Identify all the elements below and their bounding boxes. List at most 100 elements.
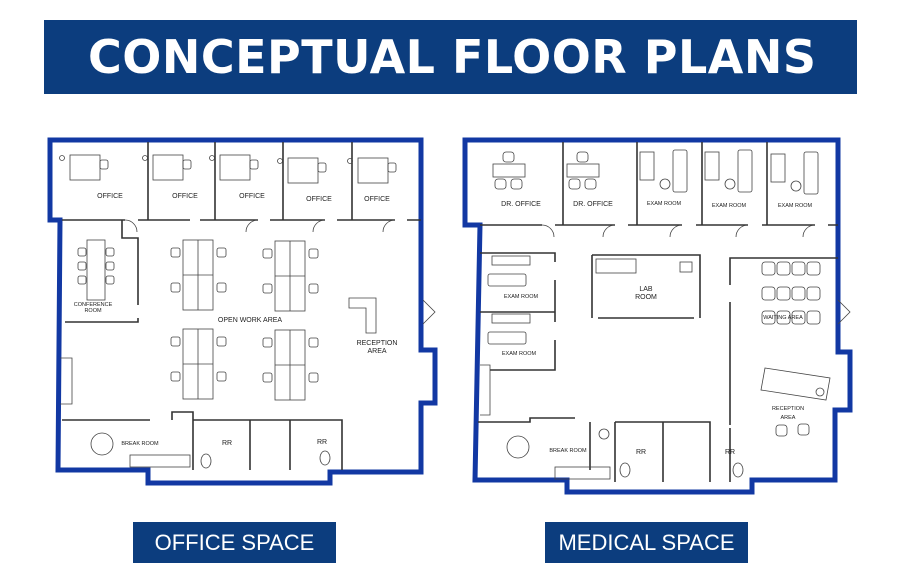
waiting-chair (806, 286, 821, 301)
chair (317, 162, 327, 173)
waiting-chair (776, 310, 791, 325)
chair (182, 159, 192, 170)
exam-table (672, 149, 688, 193)
chair (170, 371, 181, 382)
sink-cabinet (770, 153, 786, 183)
chair (510, 178, 523, 190)
chair (494, 178, 507, 190)
plant-icon (142, 155, 148, 161)
room-label-dr-office: DR. OFFICE (501, 201, 541, 208)
chair (105, 275, 115, 285)
room-label-break-room: BREAK ROOM (121, 441, 159, 447)
chair (262, 283, 273, 294)
chair (105, 247, 115, 257)
medical-floor-plan: DR. OFFICE DR. OFFICE EXAM ROOM EXAM ROO… (462, 137, 853, 495)
room-label-reception: AREA (367, 348, 386, 355)
chair (216, 371, 227, 382)
stool (659, 178, 671, 190)
plant-icon (815, 387, 825, 397)
chair (262, 337, 273, 348)
chair (308, 372, 319, 383)
room-label-restroom: RR (725, 449, 735, 456)
chair (308, 248, 319, 259)
plant-icon (59, 155, 65, 161)
room-label-reception: RECEPTION (772, 406, 804, 412)
room-label-office: OFFICE (172, 193, 198, 200)
chair (387, 162, 397, 173)
exam-table (803, 151, 819, 195)
counter (491, 313, 531, 324)
chair (249, 159, 259, 170)
chair (308, 337, 319, 348)
plant-icon (598, 428, 610, 440)
chair (775, 424, 788, 437)
chair (99, 159, 109, 170)
plant-icon (347, 158, 353, 164)
room-label-exam-room: EXAM ROOM (504, 294, 539, 300)
waiting-chair (761, 310, 776, 325)
waiting-chair (806, 261, 821, 276)
room-label-lab: ROOM (635, 294, 657, 301)
chair (216, 247, 227, 258)
chair (105, 261, 115, 271)
waiting-chair (761, 261, 776, 276)
exam-table (487, 331, 527, 345)
chair (576, 151, 589, 163)
room-label-restroom: RR (317, 439, 327, 446)
exam-table (737, 149, 753, 193)
title-banner: CONCEPTUAL FLOOR PLANS (44, 20, 857, 94)
chair (502, 151, 515, 163)
medical-plan-outline (462, 137, 853, 495)
medical-space-caption: MEDICAL SPACE (545, 522, 748, 563)
toilet-icon (619, 462, 631, 478)
room-label-reception: AREA (781, 415, 796, 421)
waiting-chair (791, 310, 806, 325)
reception-desk (348, 297, 377, 334)
toilet-icon (319, 450, 331, 466)
office-floor-plan: OFFICE OFFICE OFFICE OFFICE OFFICE CONFE… (47, 137, 438, 486)
page-title: CONCEPTUAL FLOOR PLANS (88, 30, 817, 84)
chair (568, 178, 581, 190)
room-label-exam-room: EXAM ROOM (502, 351, 537, 357)
chair (170, 336, 181, 347)
lab-counter (595, 258, 637, 274)
counter (129, 454, 191, 468)
chair (262, 372, 273, 383)
room-label-reception: RECEPTION (357, 340, 398, 347)
room-label-dr-office: DR. OFFICE (573, 201, 613, 208)
chair (584, 178, 597, 190)
break-table (506, 435, 530, 459)
room-label-waiting-area: WAITING AREA (763, 315, 803, 321)
stool (790, 180, 802, 192)
toilet-icon (732, 462, 744, 478)
chair (170, 247, 181, 258)
chair (216, 336, 227, 347)
chair (77, 247, 87, 257)
chair (170, 282, 181, 293)
room-label-exam-room: EXAM ROOM (712, 203, 747, 209)
medical-interior-walls (478, 142, 851, 482)
waiting-chair (791, 286, 806, 301)
room-label-break-room: BREAK ROOM (549, 448, 587, 454)
plant-icon (277, 158, 283, 164)
room-label-conference: ROOM (84, 308, 102, 314)
break-table (90, 432, 114, 456)
waiting-chair (806, 310, 821, 325)
office-plan-outline (47, 137, 438, 486)
conference-table (86, 239, 106, 301)
sink-cabinet (704, 151, 720, 181)
room-label-restroom: RR (636, 449, 646, 456)
office-interior-walls (60, 142, 436, 470)
desk (566, 163, 600, 178)
room-label-conference: CONFERENCE (74, 302, 113, 308)
waiting-chair (791, 261, 806, 276)
room-label-restroom: RR (222, 440, 232, 447)
chair (797, 423, 810, 436)
waiting-chair (776, 286, 791, 301)
waiting-chair (761, 286, 776, 301)
chair (216, 282, 227, 293)
room-label-exam-room: EXAM ROOM (778, 203, 813, 209)
medical-furniture (487, 149, 831, 480)
plant-icon (209, 155, 215, 161)
